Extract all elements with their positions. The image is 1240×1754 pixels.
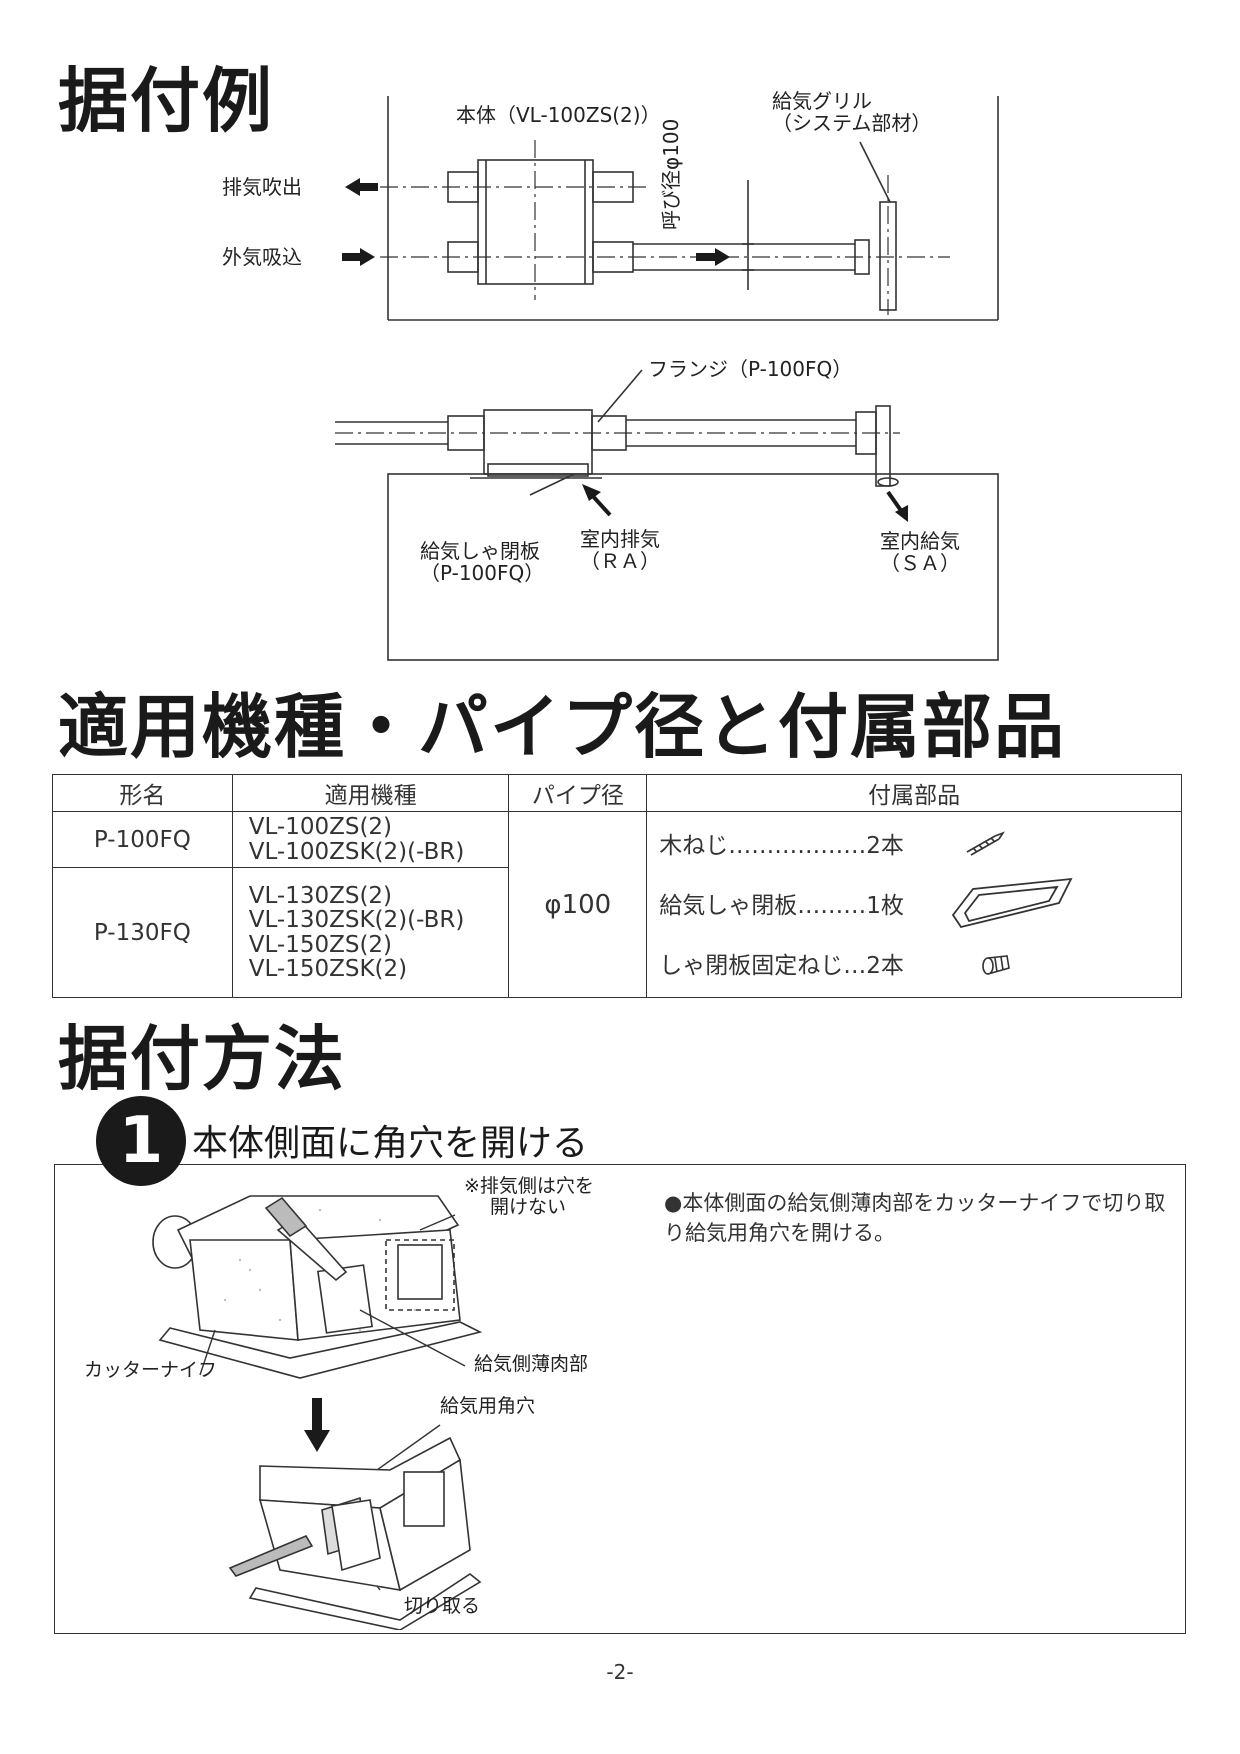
model-cell: P-130FQ	[52, 867, 233, 998]
accessory-item: しゃ閉板固定ねじ…2本	[659, 933, 1180, 993]
table-header-row: 形名 適用機種 パイプ径 付属部品	[52, 774, 1182, 812]
installation-diagram-side	[335, 369, 999, 661]
fixing-screw-icon	[982, 955, 1011, 975]
section-title-applicable-models: 適用機種・パイプ径と付属部品	[58, 686, 1066, 768]
spec-table: 形名 適用機種 パイプ径 付属部品 P-100FQ VL-100ZS(2) VL…	[52, 774, 1182, 998]
applicable-cell: VL-100ZS(2) VL-100ZSK(2)(-BR)	[231, 811, 510, 868]
pipe-diameter-cell: φ100	[508, 811, 648, 998]
header-model: 形名	[52, 774, 233, 812]
accessory-item: 木ねじ………………2本	[659, 813, 1180, 873]
square-hole-label: 給気用角穴	[440, 1395, 536, 1417]
body-label: 本体（VL-100ZS(2)）	[456, 103, 661, 127]
cutter-knife-label: カッターナイフ	[84, 1359, 218, 1381]
outside-air-in-label: 外気吸込	[222, 245, 302, 269]
section-title-installation-example: 据付例	[58, 60, 274, 142]
table-row: P-100FQ VL-100ZS(2) VL-100ZSK(2)(-BR) φ1…	[52, 811, 1182, 998]
wood-screw-icon	[966, 831, 1006, 856]
flange-label: フランジ（P-100FQ）	[648, 357, 853, 381]
applicable-cell: VL-130ZS(2) VL-130ZSK(2)(-BR) VL-150ZS(2…	[231, 867, 510, 998]
step1-description: ●本体側面の給気側薄肉部をカッターナイフで切り取り給気用角穴を開ける。	[664, 1191, 1166, 1246]
header-pipe: パイプ径	[508, 774, 648, 812]
installation-diagram-top	[342, 96, 999, 321]
model-cell: P-100FQ	[52, 811, 233, 868]
accessories-cell: 木ねじ………………2本 給気しゃ閉板………1枚	[646, 811, 1182, 998]
step1-frame	[54, 1164, 1186, 1634]
header-accessories: 付属部品	[646, 774, 1182, 812]
step1-illustration	[152, 1195, 483, 1630]
indoor-exhaust-label: 室内排気 （ＲＡ）	[580, 527, 660, 573]
thin-part-label: 給気側薄肉部	[474, 1353, 589, 1375]
shutter-plate-label: 給気しゃ閉板 （P-100FQ）	[420, 539, 545, 585]
nominal-diameter-label: 呼び径φ100	[659, 118, 683, 230]
shutter-plate-icon	[952, 877, 1073, 929]
page-number: -2-	[606, 1660, 634, 1684]
exhaust-out-label: 排気吹出	[222, 175, 302, 199]
accessory-item: 給気しゃ閉板………1枚	[659, 873, 1180, 933]
exhaust-side-note: ※排気側は穴を 開けない	[464, 1175, 594, 1218]
step1-title: 本体側面に角穴を開ける	[192, 1123, 589, 1164]
table-row: P-130FQ VL-130ZS(2) VL-130ZSK(2)(-BR) VL…	[52, 867, 1182, 998]
step-number-badge: 1	[96, 1096, 186, 1186]
cut-off-label: 切り取る	[404, 1595, 481, 1617]
indoor-supply-label: 室内給気 （ＳＡ）	[880, 529, 960, 575]
header-applicable: 適用機種	[231, 774, 510, 812]
supply-grille-label: 給気グリル （システム部材）	[772, 89, 932, 135]
section-title-installation-method: 据付方法	[58, 1018, 346, 1100]
